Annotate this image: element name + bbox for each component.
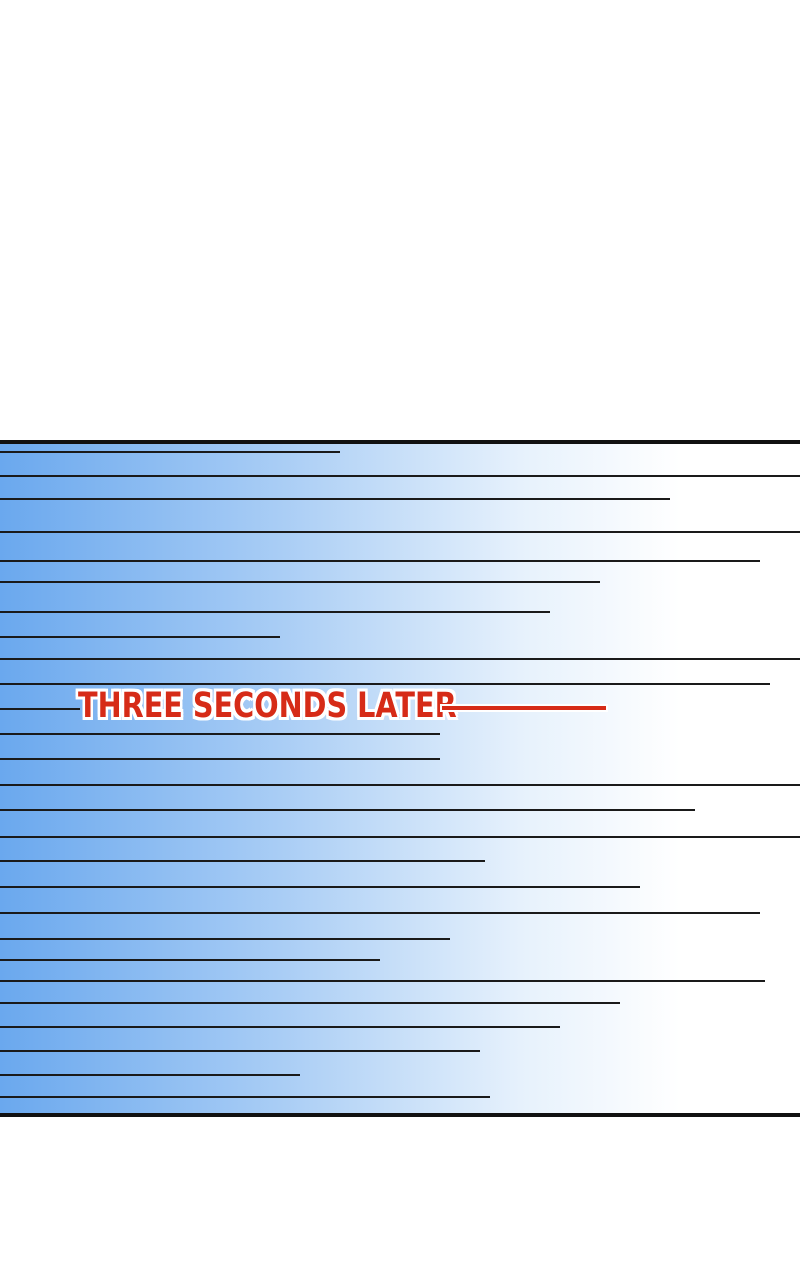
caption-dash	[442, 706, 606, 710]
speed-lines	[0, 451, 800, 1098]
comic-panel	[0, 440, 800, 1117]
narration-caption: THREE SECONDS LATER	[78, 684, 540, 728]
caption-text: THREE SECONDS LATER	[78, 686, 457, 726]
